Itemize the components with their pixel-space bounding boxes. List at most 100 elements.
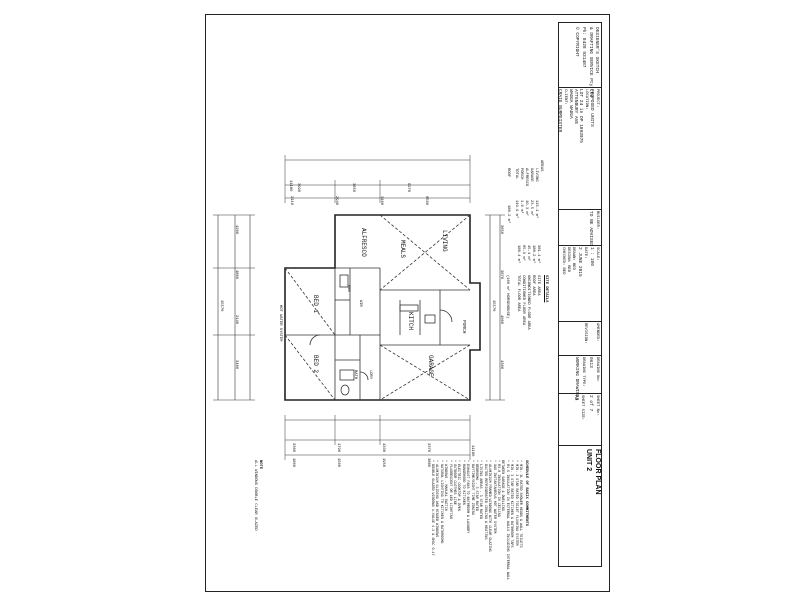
dim-value: 6270 xyxy=(406,183,410,193)
room-kitch: KITCH xyxy=(407,312,414,331)
amended-label: AMENDED: xyxy=(595,323,599,342)
scale-label: SCALE: xyxy=(595,247,599,261)
dim-value: 3650 xyxy=(351,183,355,193)
schedule-item: * DOUBLE GLAZED WINDOWS U-VALUE 4.3 & SH… xyxy=(430,460,434,556)
dim-value: 2110 xyxy=(289,196,293,206)
schedule-item: * WINDOWS - MANUAL SWITCH xyxy=(443,460,448,511)
dim-value: 3360 xyxy=(291,443,295,453)
areas-row-value: 1.0 m² xyxy=(519,200,523,214)
tb-sheet-cell: SHEET No: 2 of 7 SHEET SIZE: A3 xyxy=(559,393,601,446)
site-row-label: TOTAL FLOOR AREA xyxy=(516,275,520,312)
dim-right-overall: 15570 xyxy=(491,300,495,312)
areas-row-value: 115.1 m² xyxy=(534,200,538,219)
schedule-item: * NATURAL LIGHTING TO KITCHEN & BATHROOM… xyxy=(438,460,443,544)
tb-company-cell: DESIGNER'S SKETCH & DRAFTING SERVICE Pty… xyxy=(559,23,601,97)
dim-value: 3460 xyxy=(234,360,238,370)
schedule-item: * R3.0 INSULATION IN CEILING xyxy=(496,460,500,517)
room-garage: GARAGE xyxy=(427,355,434,377)
design-row: DESIGN: BEO xyxy=(566,247,570,273)
date-value: 2 JUNE 2015 xyxy=(577,247,582,277)
room-bath: BATH xyxy=(353,370,357,380)
company-name: DESIGNER'S SKETCH xyxy=(594,27,599,73)
dim-value: 1800 xyxy=(291,458,295,468)
dim-value: 3650 xyxy=(499,225,503,235)
site-row-value: 45.4 m² xyxy=(526,245,530,261)
schedule-item: * BEDROOMS - 3 STAR RATED xyxy=(474,460,478,511)
drawing-no-value: 0613 xyxy=(588,357,593,368)
schedule-item: * MIN. 3L RATED SHOWER HEADS & WALL TOIL… xyxy=(518,460,522,548)
drawn-row: DRAWN: BEO xyxy=(571,247,575,270)
dim-value: 2940 xyxy=(334,196,338,206)
dim-value: 3100 xyxy=(379,196,383,206)
drawing-sheet xyxy=(205,14,610,592)
dim-value: 4060 xyxy=(499,315,503,325)
schedule-item: * MIN. 3 STAR RATED TOILET FLUSHING SYST… xyxy=(513,460,518,546)
schedule-item: * MIN. 3 STAR RATED KITCHEN & BATHROOM T… xyxy=(509,460,514,548)
areas-row-label: GARAGE xyxy=(529,168,533,182)
dim-left-overall: 15570 xyxy=(219,300,223,312)
site-row-value: 188.2 m² xyxy=(531,245,535,264)
dim-top-overall: 11180 xyxy=(288,180,292,192)
areas-row-label: LIVING xyxy=(534,168,538,182)
dim-value: 3870 xyxy=(499,270,503,280)
location-label: LOCATION: xyxy=(584,89,588,110)
dim-value: 4300 xyxy=(499,360,503,370)
site-details-heading: SITE DETAILS xyxy=(544,275,548,303)
project-label: PROJECT: xyxy=(595,89,599,108)
schedule-item: * OUTDOOR CLOTHES LINE xyxy=(452,460,456,505)
site-details-note: (100 m² HORSEHOUSE) xyxy=(505,275,509,319)
sheet-size-value: A3 xyxy=(573,395,578,401)
dim-value: 4260 xyxy=(234,225,238,235)
dim-value: 3370 xyxy=(426,443,430,453)
schedule-item: * GAS INSTANTANEOUS HOT WATER SYSTEM xyxy=(491,460,496,534)
areas-row-label: ALFRESCO xyxy=(524,168,528,187)
copyright-label: © COPYRIGHT xyxy=(574,27,579,57)
company-phone: Ph: 0428 931487 xyxy=(581,27,586,68)
areas-row-value: 10.3 m² xyxy=(524,200,528,216)
note-heading: NOTE xyxy=(258,460,262,470)
areas-row-value: 23.5 m² xyxy=(529,200,533,216)
site-row-label: CONDITIONED FLOOR AREA xyxy=(521,275,525,326)
revision-label: REVISION: xyxy=(583,323,587,344)
room-living: LIVING xyxy=(441,230,448,252)
builder-label: BUILDER: xyxy=(595,211,599,230)
room-meals: MEALS xyxy=(399,240,406,259)
areas-roof-label: ROOF xyxy=(506,168,510,178)
tb-plan-title-cell: FLOOR PLAN UNIT 2 xyxy=(559,445,601,495)
sheet-label: SHEET No: xyxy=(595,395,599,416)
dim-value: 3990 xyxy=(296,183,300,193)
schedule-item: * R1.5 INSULATION IN EXTERNAL WALLS INCL… xyxy=(504,460,509,581)
schedule-item: BETWEEN GARAGE & DWELLING xyxy=(500,460,505,511)
schedule-item: * ELECTRIC COOKTOP & OVEN xyxy=(456,460,461,511)
hot-water-label: HOT WATER SYSTEM xyxy=(278,305,282,342)
areas-row-label: TOTAL xyxy=(514,168,518,180)
room-ldry: LDRY xyxy=(368,370,372,380)
room-bed2: BED 2 xyxy=(312,355,319,374)
site-row-label: ROOF AREA xyxy=(531,275,535,296)
tb-builder-cell: BUILDER: TO BE ADVISED xyxy=(559,209,601,246)
areas-row-value: 149.9 m² xyxy=(514,200,518,219)
schedule-item: * LIVING AREAS - 3 STAR RATED xyxy=(478,460,483,520)
site-row-label: UNCONDITIONED FLOOR AREA xyxy=(526,275,530,330)
schedule-item: * FLUORESCENT OR LED LIGHTING xyxy=(447,460,452,520)
tb-scale-cell: SCALE: 1 : 100 DATE: 2 JUNE 2015 DRAWN: … xyxy=(559,245,601,322)
dim-value: 1790 xyxy=(336,443,340,453)
builder-value: TO BE ADVISED xyxy=(588,211,593,247)
room-alfresco: ALFRESCO xyxy=(360,228,367,257)
dim-bottom-overall: 11180 xyxy=(470,445,474,457)
title-block: DESIGNER'S SKETCH & DRAFTING SERVICE Pty… xyxy=(557,22,602,567)
site-row-value: 65.9 m² xyxy=(521,245,525,261)
schedule-heading: SCHEDULE OF BASIX COMMITMENTS xyxy=(524,460,528,527)
dim-value: 4330 xyxy=(381,443,385,453)
location-line3: WAGGA WAGGA xyxy=(568,89,573,119)
dim-value: 4800 xyxy=(234,270,238,280)
checked-row: CHECKED: BEO xyxy=(561,247,565,275)
schedule-item: * DAYTIME/NIGHT TIME ZONING xyxy=(469,460,474,515)
areas-row-label: PORCH xyxy=(519,168,523,180)
site-row-label: SITE AREA xyxy=(536,275,540,296)
areas-heading: AREAS xyxy=(539,160,543,172)
scale-value: 1 : 100 xyxy=(589,247,594,266)
plan-title: FLOOR PLAN xyxy=(594,449,601,495)
project-value: PROPOSED UNITS xyxy=(589,89,594,127)
drawing-type-label: DRAWING TYPE: xyxy=(581,357,585,387)
